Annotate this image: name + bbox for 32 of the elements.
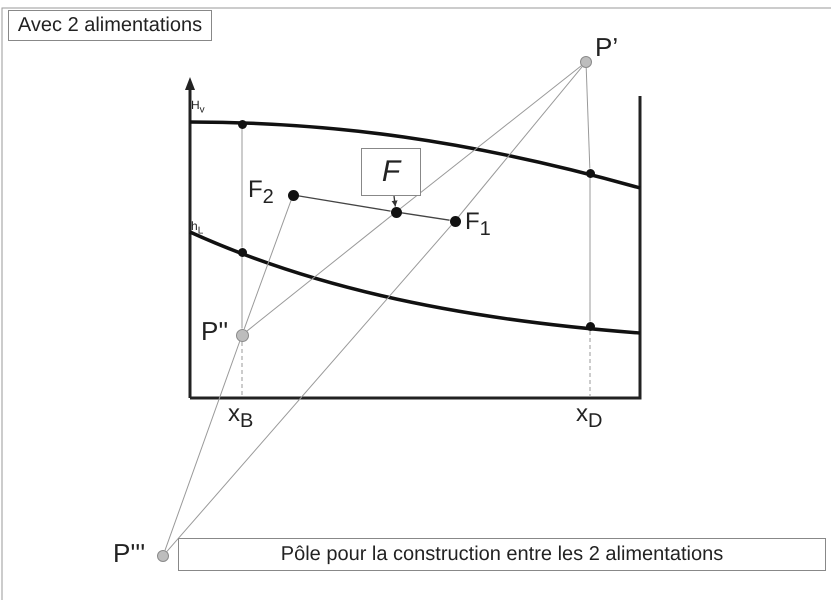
- arrow: [392, 196, 398, 207]
- point: [238, 120, 246, 128]
- line: [246, 214, 392, 332]
- title-box: Avec 2 alimentations: [8, 10, 212, 41]
- line: [586, 68, 590, 169]
- point: [450, 216, 460, 226]
- point: [586, 322, 594, 330]
- axis-label: h$_{L}$: [191, 220, 204, 236]
- line: [164, 340, 240, 551]
- note-box: Pôle pour la construction entre les 2 alimentations: [178, 538, 826, 571]
- pole-point: [580, 56, 592, 68]
- line: [166, 224, 452, 552]
- point-label: F$_{2}$: [248, 178, 274, 207]
- line: [401, 212, 450, 221]
- line: [298, 195, 391, 212]
- point-label: P'': [201, 318, 228, 344]
- feed-box: F: [361, 148, 421, 196]
- point-label: P’: [595, 34, 618, 60]
- line: [244, 200, 292, 330]
- point: [390, 206, 402, 218]
- point-label: P''': [113, 540, 146, 566]
- axis-label: x$_{B}$: [228, 402, 254, 431]
- point: [238, 248, 246, 256]
- axis-label: x$_{D}$: [576, 402, 602, 431]
- point: [586, 168, 594, 178]
- line: [400, 65, 582, 210]
- pole-point: [236, 328, 248, 342]
- pole-point: [157, 550, 169, 562]
- axis-label: H$_{v}$: [191, 99, 205, 116]
- point: [288, 190, 298, 200]
- line: [458, 66, 583, 218]
- point-label: F$_{1}$: [465, 210, 491, 239]
